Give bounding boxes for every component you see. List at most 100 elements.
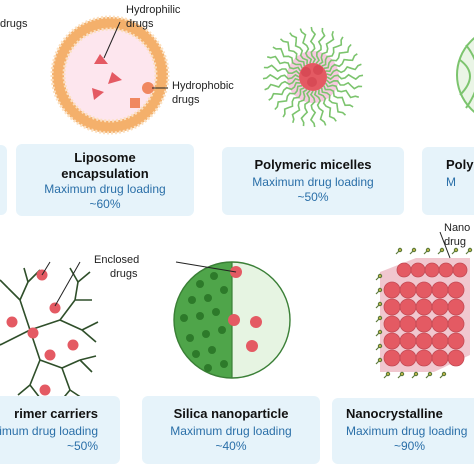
partial-card-left xyxy=(0,145,7,215)
micelle-arm xyxy=(320,87,347,116)
micelle-arm xyxy=(321,36,344,67)
nanocrystal-label-line2: drug xyxy=(444,236,467,248)
card-title: Polymeric micelles xyxy=(254,157,372,172)
micelle-arm xyxy=(326,63,362,77)
nanocrystal-spike-tip xyxy=(397,247,403,253)
card-loading-value: ~50% xyxy=(66,439,98,453)
card-loading-label: Maximum drug loading xyxy=(44,182,166,196)
micelle-arm xyxy=(318,30,335,66)
hydrophilic-label: Hydrophilic xyxy=(126,4,181,16)
card-loading-label: aximum drug loading xyxy=(0,424,98,438)
card-loading-value: ~90% xyxy=(394,439,426,453)
micelle-arm xyxy=(291,88,308,124)
micelle-arm xyxy=(324,82,360,99)
nanocrystal-drug xyxy=(399,298,417,316)
nanocrystal-spike-tip xyxy=(425,247,431,253)
micelle-arm xyxy=(282,87,305,118)
hydrophobic-label-line2: drugs xyxy=(172,94,200,106)
micelle-arm xyxy=(326,73,364,81)
nanocrystal-drug xyxy=(447,332,465,350)
card-loading-value: ~50% xyxy=(297,190,329,204)
enclosed-drugs-label: Enclosed xyxy=(94,254,140,266)
micelle-arm xyxy=(263,64,300,75)
nanocrystal-spike-tip xyxy=(385,371,391,377)
nanocrystal-drug xyxy=(383,281,401,299)
micelle-arm xyxy=(323,85,354,108)
card-title: rimer carriers xyxy=(14,406,98,421)
nanocrystal-drug xyxy=(447,315,465,333)
nanocrystal-drug xyxy=(431,315,449,333)
enclosed-drugs-label-line2: drugs xyxy=(110,268,138,280)
hydrophilic-label-line2: drugs xyxy=(126,18,154,30)
nanocrystal-spike-tip xyxy=(413,371,419,377)
nanocrystal-drug xyxy=(415,332,433,350)
micelle-arm xyxy=(266,55,302,72)
card-title: Poly xyxy=(446,157,474,172)
hydrophobic-label: Hydrophobic xyxy=(172,80,234,92)
liposome-illustration xyxy=(50,15,170,135)
top-left-drugs-label: drugs xyxy=(0,18,28,30)
nanocrystal-drug xyxy=(410,262,426,278)
nanocrystal-drug xyxy=(396,262,412,278)
card-title: Liposome xyxy=(74,150,136,165)
nanocrystal-drug xyxy=(452,262,468,278)
card-loading-value: ~60% xyxy=(89,197,121,211)
micelle-arm xyxy=(317,89,337,122)
partial-sphere-illustration xyxy=(456,37,474,113)
nanocrystal-drug xyxy=(415,315,433,333)
micelle-arm xyxy=(289,32,309,65)
card-loading-label: Maximum drug loading xyxy=(170,424,292,438)
nanocrystal-label: Nano xyxy=(444,222,471,234)
nanocrystal-drug xyxy=(431,281,449,299)
nanocrystal-drug xyxy=(399,332,417,350)
nanocrystal-drug xyxy=(424,262,440,278)
micelle-arm xyxy=(323,43,352,70)
card-liposome: Liposome encapsulation Maximum drug load… xyxy=(16,144,194,216)
card-silica: Silica nanoparticle Maximum drug loading… xyxy=(142,396,320,464)
card-dendrimer: rimer carriers aximum drug loading ~50% xyxy=(0,396,120,464)
nanocrystal-drug xyxy=(399,315,417,333)
nanocrystal-drug xyxy=(399,281,417,299)
nanocrystal-spike-tip xyxy=(427,371,433,377)
nanocrystal-drug xyxy=(383,349,401,367)
nanocrystal-spike-tip xyxy=(377,357,383,363)
nanocrystal-drug xyxy=(415,281,433,299)
micelle-arm xyxy=(272,46,303,69)
nanocrystal-drug xyxy=(431,298,449,316)
nanocrystal-drug xyxy=(438,262,454,278)
nanocrystal-spike-tip xyxy=(467,247,473,253)
micelle-arm xyxy=(315,27,326,64)
silica-illustration xyxy=(173,261,291,379)
nanocrystal-spike-tip xyxy=(399,371,405,377)
nanocrystal-spike-tip xyxy=(377,273,383,279)
micelle-arm xyxy=(264,77,300,91)
nanocrystal-spike-tip xyxy=(441,371,447,377)
micelle-arm xyxy=(274,84,303,111)
card-poly-partial: Poly M xyxy=(422,147,474,215)
nanocrystal-drug xyxy=(399,349,417,367)
nanocrystal-spike-tip xyxy=(377,315,383,321)
nanocrystal-spike-tip xyxy=(377,301,383,307)
nanocrystal-drug xyxy=(383,332,401,350)
micelle-arm xyxy=(279,38,306,67)
nanocrystal-drug xyxy=(447,281,465,299)
micelle-arm xyxy=(326,79,363,90)
micelle-arm xyxy=(309,26,317,64)
card-nanocrystal: Nanocrystalline Maximum drug loading ~90… xyxy=(332,398,474,464)
nanocrystal-drug xyxy=(383,315,401,333)
card-loading-label: M xyxy=(446,175,456,189)
micelle-arm xyxy=(268,81,301,101)
micelle-arm xyxy=(300,90,311,127)
micelle-arm xyxy=(313,90,327,126)
nanocrystal-drug xyxy=(415,349,433,367)
micelle-arm xyxy=(299,28,313,64)
nanocrystal-spike-tip xyxy=(411,247,417,253)
card-loading-label: Maximum drug loading xyxy=(346,424,468,438)
nanocrystal-drug xyxy=(431,349,449,367)
nanocrystal-spike-tip xyxy=(377,329,383,335)
nanocrystal-spike-tip xyxy=(453,247,459,253)
card-title: Nanocrystalline xyxy=(346,406,443,421)
nanocrystal-drug xyxy=(383,298,401,316)
card-loading-label: Maximum drug loading xyxy=(252,175,374,189)
